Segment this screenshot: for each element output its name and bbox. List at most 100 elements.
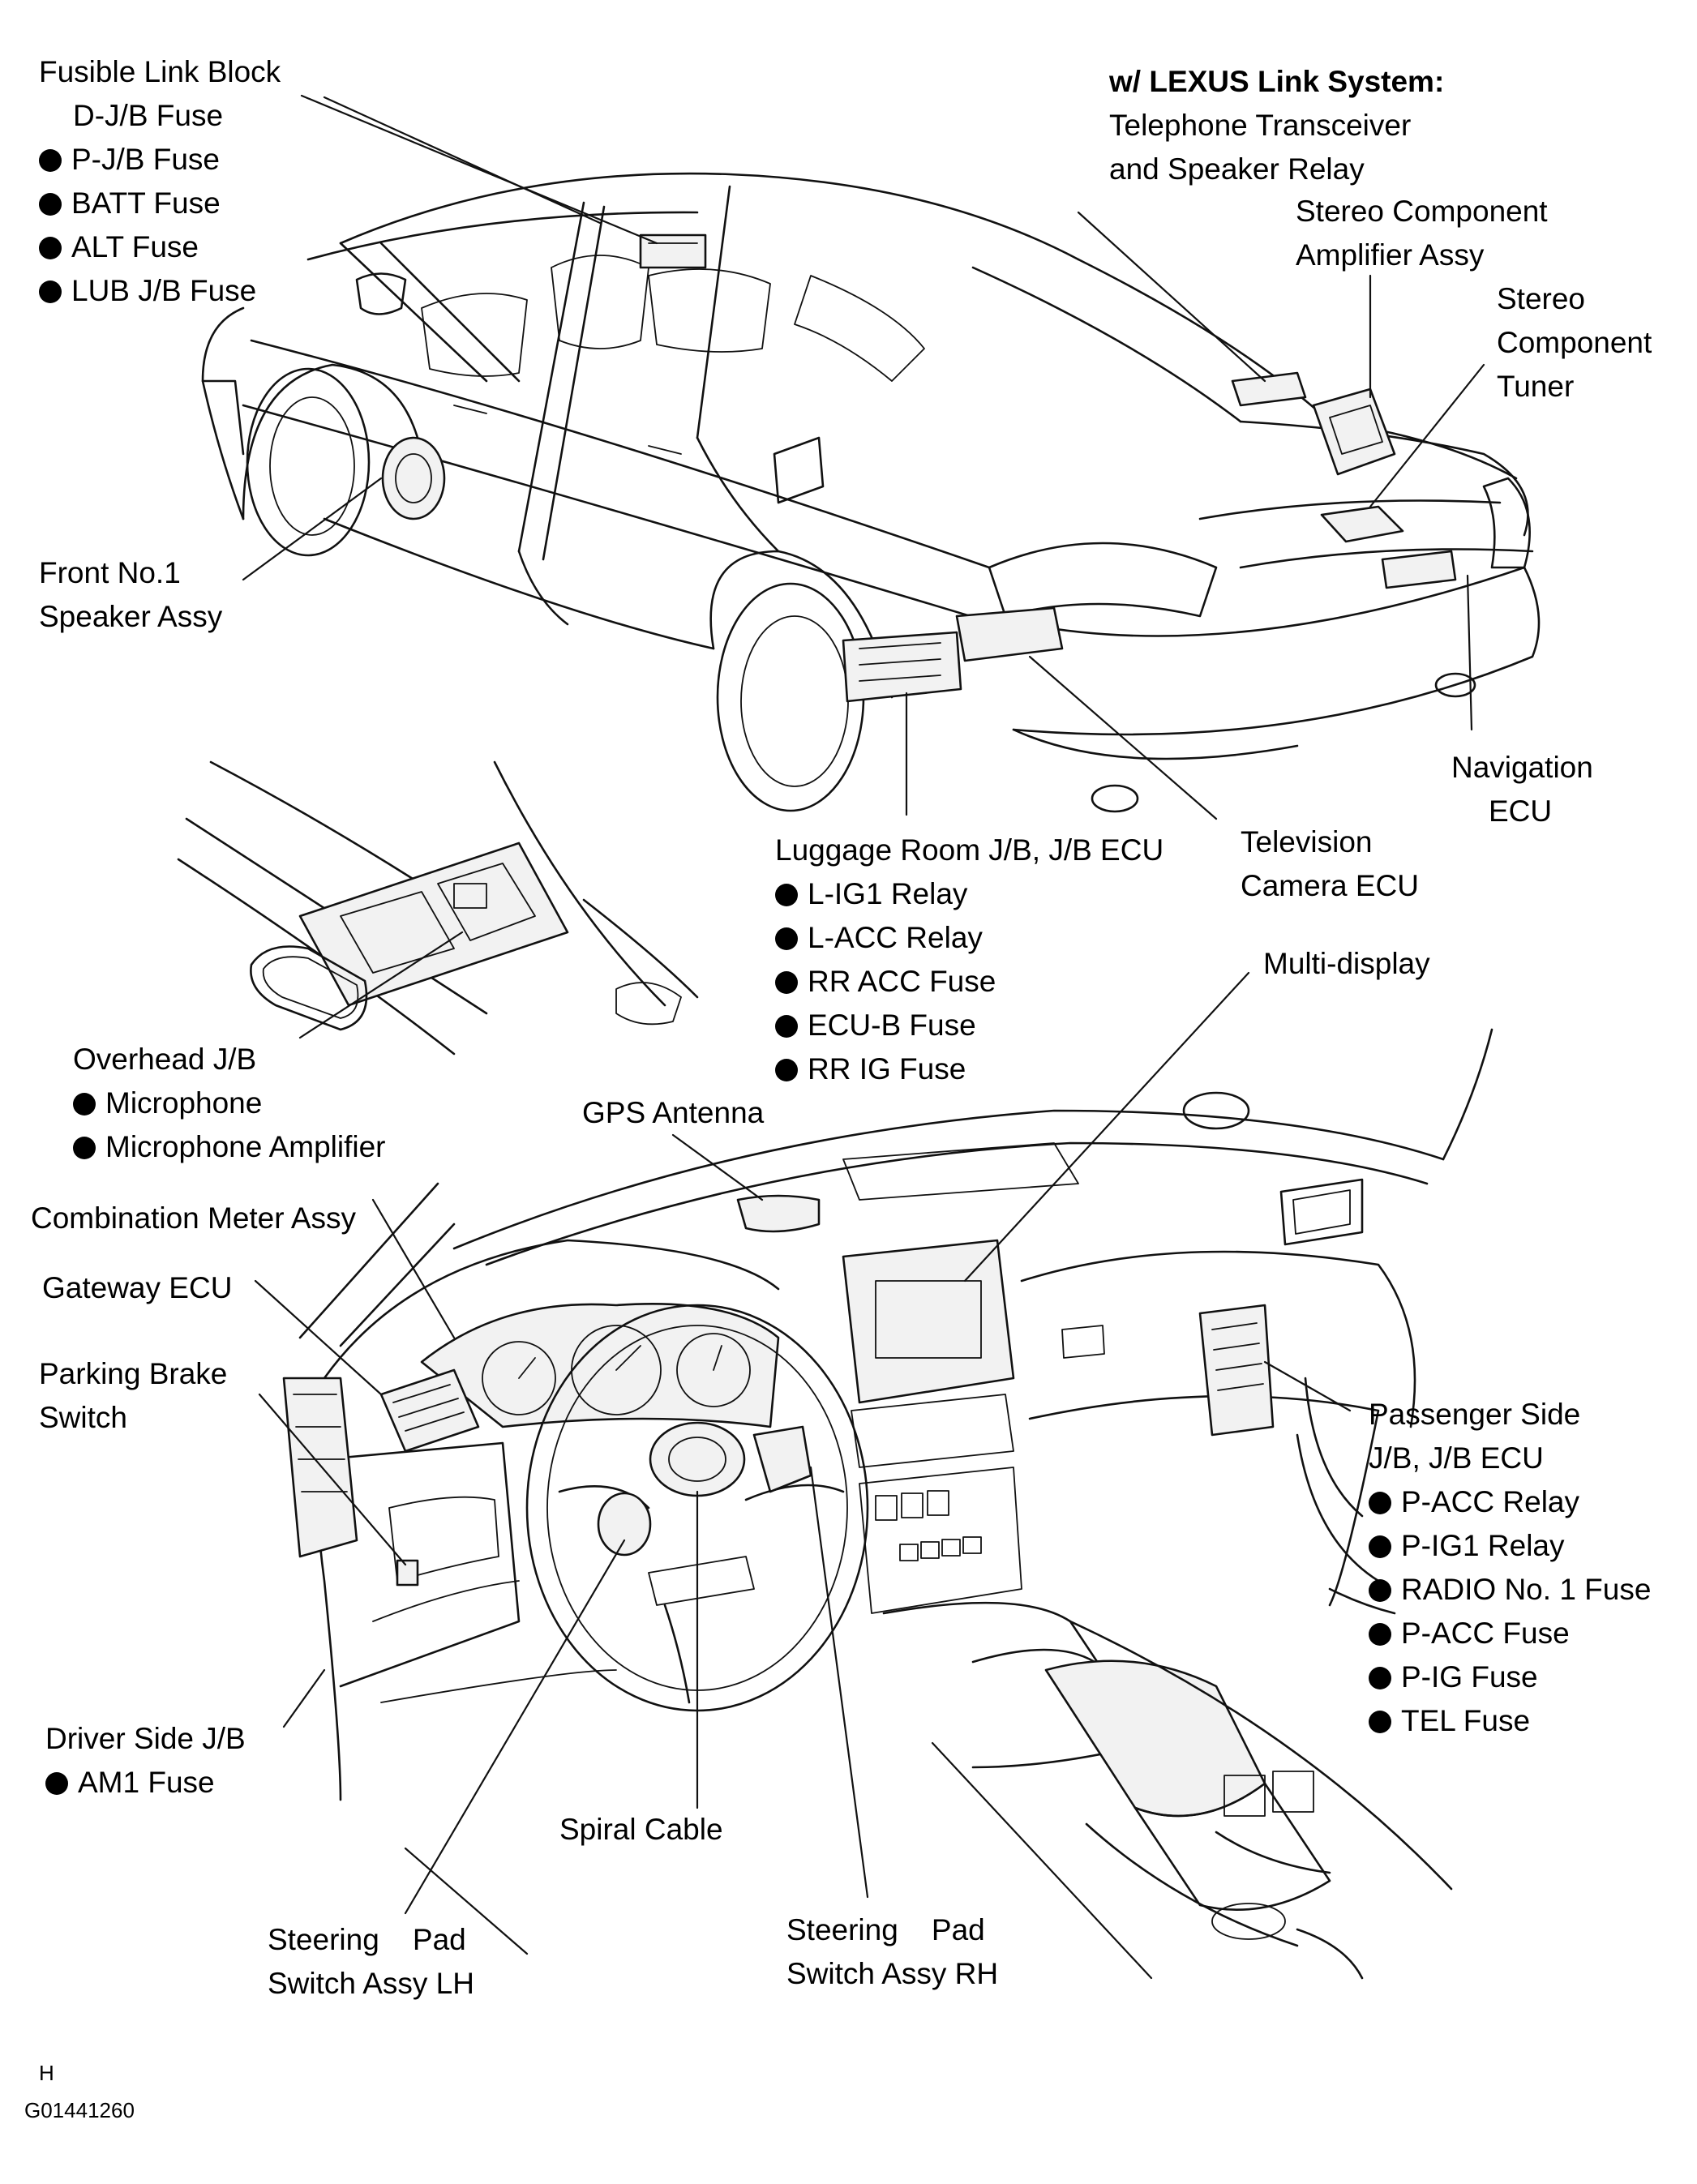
bullet-icon bbox=[775, 971, 798, 994]
luggage-room-jb-item: RR ACC Fuse bbox=[775, 960, 1163, 1004]
luggage-room-jb-item: L-ACC Relay bbox=[775, 916, 1163, 960]
dash-components bbox=[282, 1194, 1275, 1587]
spiral-cable-label: Spiral Cable bbox=[559, 1808, 723, 1852]
stereo-tuner-line: Component bbox=[1497, 326, 1652, 359]
luggage-room-jb-item: ECU-B Fuse bbox=[775, 1004, 1163, 1047]
lexus-link-label: w/ LEXUS Link System: Telephone Transcei… bbox=[1109, 60, 1444, 191]
steering-pad-lh-label: Steering Pad Switch Assy LH bbox=[268, 1918, 474, 2006]
overhead-jb-title: Overhead J/B bbox=[73, 1043, 257, 1076]
parking-brake-line: Switch bbox=[39, 1401, 127, 1434]
bullet-icon bbox=[775, 927, 798, 950]
bullet-icon bbox=[45, 1772, 68, 1795]
fusible-link-item: ALT Fuse bbox=[39, 225, 281, 269]
bullet-icon bbox=[1369, 1492, 1391, 1514]
driver-jb-title: Driver Side J/B bbox=[45, 1722, 246, 1755]
bullet-icon bbox=[1369, 1535, 1391, 1558]
car-body-drawing bbox=[201, 172, 1541, 813]
stereo-amplifier-line: Stereo Component bbox=[1296, 195, 1548, 228]
spiral-cable-title: Spiral Cable bbox=[559, 1813, 723, 1846]
overhead-jb-label: Overhead J/B Microphone Microphone Ampli… bbox=[73, 1038, 385, 1169]
luggage-room-jb-label: Luggage Room J/B, J/B ECU L-IG1 Relay L-… bbox=[775, 829, 1163, 1091]
stereo-tuner-label: Stereo Component Tuner bbox=[1497, 277, 1652, 409]
luggage-room-jb-item: RR IG Fuse bbox=[775, 1047, 1163, 1091]
bullet-icon bbox=[73, 1137, 96, 1159]
multi-display-label: Multi-display bbox=[1263, 942, 1430, 986]
overhead-console-drawing bbox=[177, 760, 699, 1056]
lexus-link-line: Telephone Transceiver bbox=[1109, 109, 1412, 142]
steering-pad-lh-line: Steering Pad bbox=[268, 1923, 466, 1956]
bullet-icon bbox=[1369, 1623, 1391, 1646]
leader-lines bbox=[242, 94, 1485, 1980]
driver-jb-label: Driver Side J/B AM1 Fuse bbox=[45, 1717, 246, 1805]
parking-brake-line: Parking Brake bbox=[39, 1357, 228, 1390]
figure-code: G01441260 bbox=[24, 2098, 135, 2122]
tv-camera-ecu-label: Television Camera ECU bbox=[1241, 820, 1419, 908]
overhead-jb-item: Microphone bbox=[73, 1081, 385, 1125]
fusible-link-label: Fusible Link Block D-J/B Fuse P-J/B Fuse… bbox=[39, 50, 281, 313]
bullet-icon bbox=[39, 193, 62, 216]
front-speaker-line: Front No.1 bbox=[39, 556, 181, 589]
bullet-icon bbox=[775, 884, 798, 906]
gateway-ecu-label: Gateway ECU bbox=[42, 1266, 232, 1310]
front-speaker-part bbox=[381, 436, 446, 520]
stereo-tuner-line: Tuner bbox=[1497, 370, 1575, 403]
navigation-ecu-line: Navigation bbox=[1451, 751, 1593, 784]
driver-jb-item: AM1 Fuse bbox=[45, 1761, 246, 1805]
passenger-jb-item: P-ACC Fuse bbox=[1369, 1612, 1651, 1655]
footer-letter-text: H bbox=[39, 2061, 54, 2085]
stereo-amplifier-line: Amplifier Assy bbox=[1296, 238, 1485, 272]
bullet-icon bbox=[775, 1015, 798, 1038]
passenger-jb-line: Passenger Side bbox=[1369, 1398, 1581, 1431]
bullet-icon bbox=[39, 237, 62, 259]
steering-pad-rh-label: Steering Pad Switch Assy RH bbox=[786, 1908, 998, 1996]
bullet-icon bbox=[775, 1059, 798, 1081]
gps-antenna-title: GPS Antenna bbox=[582, 1096, 765, 1129]
navigation-ecu-line: ECU bbox=[1489, 794, 1553, 828]
footer-letter: H bbox=[39, 2059, 54, 2087]
passenger-jb-item: P-IG Fuse bbox=[1369, 1655, 1651, 1699]
fusible-link-item: LUB J/B Fuse bbox=[39, 269, 281, 313]
combination-meter-label: Combination Meter Assy bbox=[31, 1197, 356, 1240]
parking-brake-label: Parking Brake Switch bbox=[39, 1352, 227, 1440]
fusible-link-title: Fusible Link Block bbox=[39, 55, 281, 88]
tv-camera-ecu-line: Camera ECU bbox=[1241, 869, 1419, 902]
steering-pad-lh-line: Switch Assy LH bbox=[268, 1967, 474, 2000]
luggage-room-jb-title: Luggage Room J/B, J/B ECU bbox=[775, 833, 1164, 867]
bullet-icon bbox=[1369, 1579, 1391, 1602]
footer-code: G01441260 bbox=[24, 2096, 135, 2124]
lexus-link-line: and Speaker Relay bbox=[1109, 152, 1365, 186]
dashboard-drawing bbox=[298, 1028, 1493, 1980]
passenger-jb-item: TEL Fuse bbox=[1369, 1699, 1651, 1743]
overhead-jb-item: Microphone Amplifier bbox=[73, 1125, 385, 1169]
gps-antenna-label: GPS Antenna bbox=[582, 1091, 764, 1135]
passenger-jb-item: RADIO No. 1 Fuse bbox=[1369, 1568, 1651, 1612]
tv-camera-ecu-line: Television bbox=[1241, 825, 1373, 859]
stereo-amplifier-label: Stereo Component Amplifier Assy bbox=[1296, 190, 1548, 277]
instrument-cluster-drawing bbox=[379, 1303, 780, 1453]
passenger-jb-item: P-IG1 Relay bbox=[1369, 1524, 1651, 1568]
navigation-ecu-label: Navigation ECU bbox=[1451, 746, 1593, 833]
front-speaker-line: Speaker Assy bbox=[39, 600, 223, 633]
steering-pad-rh-line: Switch Assy RH bbox=[786, 1957, 999, 1990]
luggage-room-jb-item: L-IG1 Relay bbox=[775, 872, 1163, 916]
bullet-icon bbox=[1369, 1667, 1391, 1689]
passenger-jb-label: Passenger Side J/B, J/B ECU P-ACC Relay … bbox=[1369, 1393, 1651, 1743]
passenger-jb-item: P-ACC Relay bbox=[1369, 1480, 1651, 1524]
bullet-icon bbox=[73, 1093, 96, 1116]
stereo-tuner-line: Stereo bbox=[1497, 282, 1586, 315]
multi-display-title: Multi-display bbox=[1263, 947, 1430, 980]
combination-meter-title: Combination Meter Assy bbox=[31, 1201, 357, 1235]
front-speaker-label: Front No.1 Speaker Assy bbox=[39, 551, 222, 639]
bullet-icon bbox=[39, 149, 62, 172]
bullet-icon bbox=[1369, 1711, 1391, 1733]
passenger-jb-line: J/B, J/B ECU bbox=[1369, 1441, 1544, 1475]
bullet-icon bbox=[39, 280, 62, 303]
fusible-link-djb: D-J/B Fuse bbox=[73, 99, 224, 132]
fusible-link-item: BATT Fuse bbox=[39, 182, 281, 225]
gateway-ecu-title: Gateway ECU bbox=[42, 1271, 233, 1304]
steering-pad-rh-line: Steering Pad bbox=[786, 1913, 985, 1946]
fusible-link-item: P-J/B Fuse bbox=[39, 138, 281, 182]
car-components bbox=[381, 233, 1457, 703]
